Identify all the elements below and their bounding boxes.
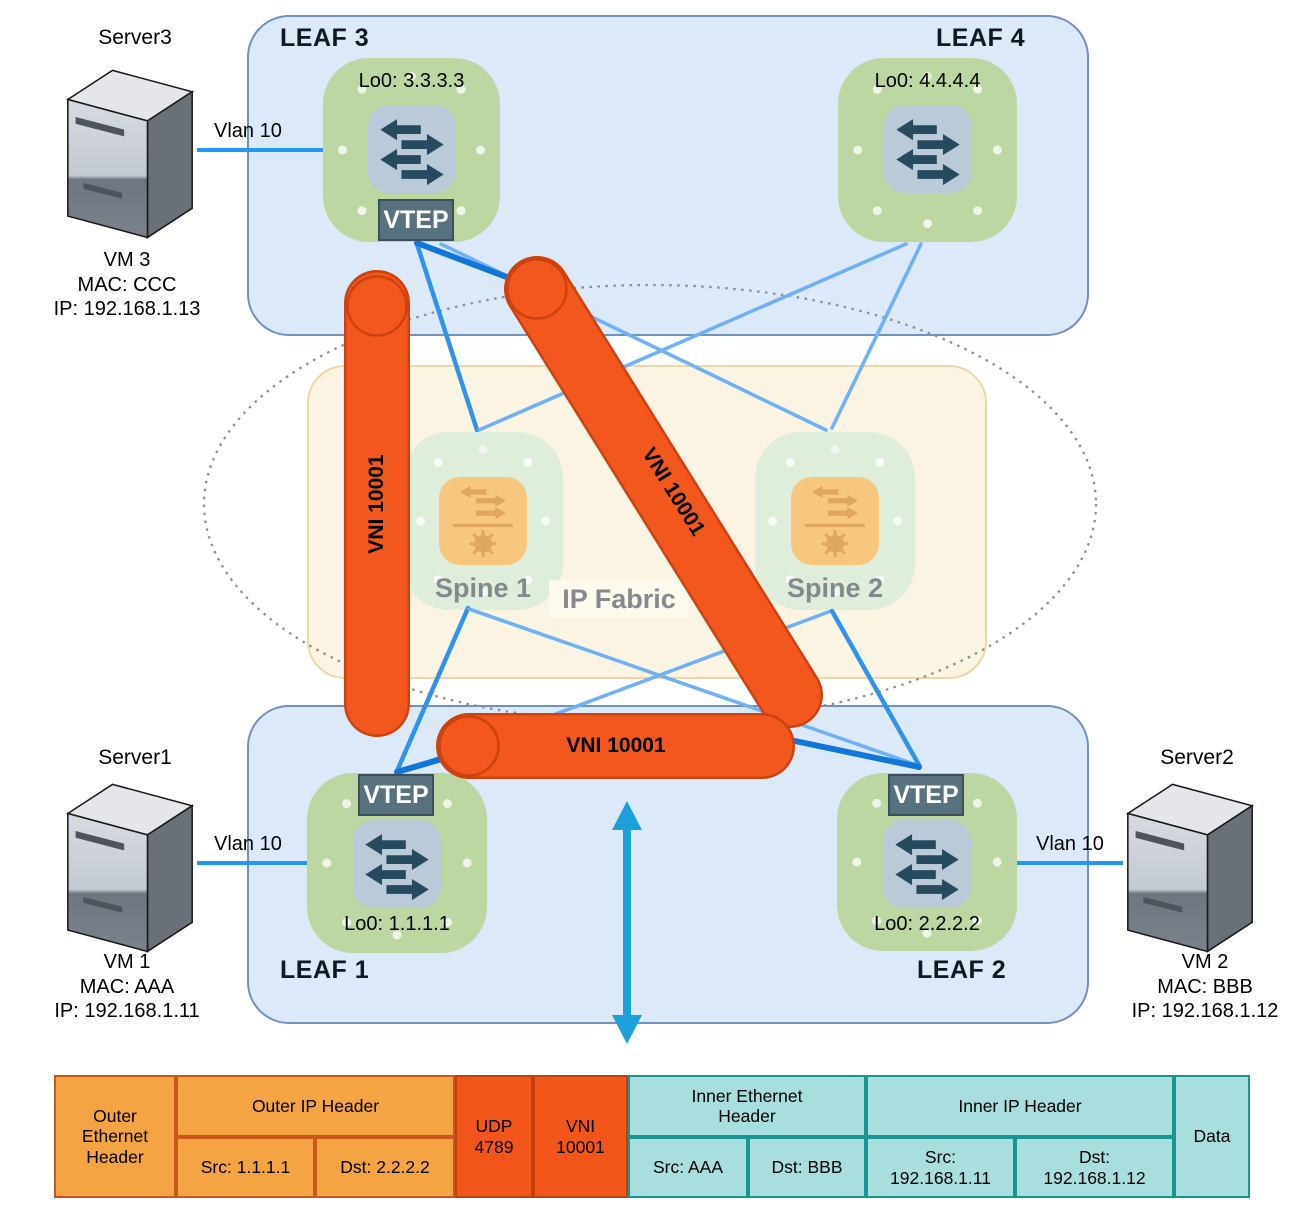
packet-cell-vni: VNI 10001: [533, 1075, 628, 1198]
server2-details: VM 2 MAC: BBB IP: 192.168.1.12: [1090, 950, 1316, 1024]
packet-cell-outer-dst: Dst: 2.2.2.2: [315, 1137, 455, 1198]
ip-label: IP: 192.168.1.11: [54, 1000, 200, 1022]
switch-icon: [883, 820, 971, 908]
server3-name: Server3: [98, 26, 172, 49]
vm-label: VM 1: [103, 951, 151, 973]
leaf4-loopback: Lo0: 4.4.4.4: [874, 70, 981, 92]
vlan-label: Vlan 10: [214, 120, 282, 142]
server1-name: Server1: [98, 746, 172, 769]
vni-tunnel-label: VNI 10001: [566, 734, 666, 757]
packet-cell-inner-ip-src: Src: 192.168.1.11: [866, 1137, 1015, 1198]
leaf2-vtep-badge: VTEP: [888, 774, 964, 816]
packet-cell-outer-ethernet: Outer Ethernet Header: [54, 1075, 176, 1198]
server2-name: Server2: [1160, 746, 1234, 769]
vm-label: VM 3: [103, 249, 151, 271]
leaf3-vtep-badge: VTEP: [378, 199, 454, 241]
vni-tunnel-label: VNI 10001: [365, 454, 388, 554]
leaf4-node: Lo0: 4.4.4.4: [838, 58, 1017, 242]
vlan-link: [1015, 861, 1123, 865]
switch-icon: [353, 820, 441, 908]
switch-icon: [883, 105, 972, 193]
vlan-link: [197, 861, 309, 865]
packet-cell-inner-ethernet: Inner Ethernet Header: [628, 1075, 866, 1137]
mac-label: MAC: AAA: [79, 975, 175, 998]
server3-details: VM 3 MAC: CCC IP: 192.168.1.13: [12, 248, 242, 322]
mac-label: MAC: CCC: [77, 273, 177, 296]
leaf3-label: LEAF 3: [280, 24, 370, 52]
l3-switch-icon: [789, 477, 881, 565]
spine2-node: Spine 2: [755, 432, 915, 610]
packet-cell-udp: UDP 4789: [455, 1075, 533, 1198]
leaf2-label: LEAF 2: [917, 956, 1007, 984]
server-icon: [67, 69, 193, 239]
leaf1-label: LEAF 1: [280, 956, 370, 984]
ip-label: IP: 192.168.1.12: [1131, 1000, 1279, 1022]
vlan-label: Vlan 10: [214, 833, 282, 855]
leaf3-loopback: Lo0: 3.3.3.3: [358, 70, 465, 92]
leaf2-loopback: Lo0: 2.2.2.2: [874, 913, 980, 935]
vxlan-packet-table: Outer Ethernet Header Outer IP Header Sr…: [54, 1075, 1250, 1198]
leaf4-label: LEAF 4: [936, 24, 1026, 52]
vlan-label: Vlan 10: [1036, 833, 1104, 855]
packet-cell-inner-ip: Inner IP Header: [866, 1075, 1174, 1137]
mac-label: MAC: BBB: [1157, 975, 1253, 998]
packet-cell-data: Data: [1174, 1075, 1250, 1198]
ip-fabric-label: IP Fabric: [549, 580, 689, 618]
server-icon: [1127, 783, 1253, 953]
spine1-node: Spine 1: [403, 432, 563, 610]
server1-details: VM 1 MAC: AAA IP: 192.168.1.11: [12, 950, 242, 1024]
l3-switch-icon: [437, 477, 529, 565]
packet-cell-outer-src: Src: 1.1.1.1: [176, 1137, 315, 1198]
ip-label: IP: 192.168.1.13: [53, 298, 201, 320]
switch-icon: [367, 105, 456, 193]
server-icon: [67, 783, 193, 953]
packet-cell-inner-src: Src: AAA: [628, 1137, 748, 1198]
packet-cell-inner-ip-dst: Dst: 192.168.1.12: [1015, 1137, 1174, 1198]
leaf1-vtep-badge: VTEP: [358, 774, 434, 816]
vm-label: VM 2: [1181, 951, 1229, 973]
spine2-label: Spine 2: [786, 573, 884, 603]
leaf1-loopback: Lo0: 1.1.1.1: [344, 913, 450, 935]
packet-cell-outer-ip: Outer IP Header: [176, 1075, 455, 1137]
vlan-link: [197, 148, 325, 152]
spine1-label: Spine 1: [434, 573, 532, 603]
packet-cell-inner-dst: Dst: BBB: [748, 1137, 866, 1198]
